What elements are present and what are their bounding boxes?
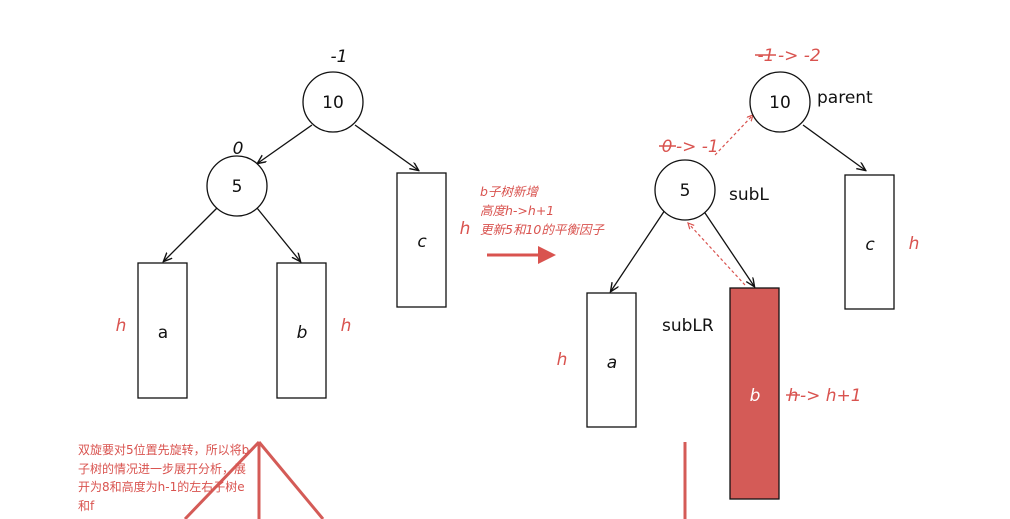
left-mid-value: 5 bbox=[232, 177, 243, 197]
parent-tag: parent bbox=[817, 88, 873, 108]
edge-left-mid-a bbox=[164, 207, 218, 261]
left-root-value: 10 bbox=[322, 93, 344, 113]
right-root-value: 10 bbox=[769, 93, 791, 113]
right-mid-node bbox=[654, 159, 716, 221]
left-tree: 10 -1 5 0 a h b h c h bbox=[116, 47, 471, 399]
edge-right-root-c bbox=[802, 124, 865, 170]
right-subtree-c-height: h bbox=[909, 234, 920, 254]
transition-note-line-2: 高度h->h+1 bbox=[480, 203, 555, 218]
update-arrow-to-parent bbox=[714, 115, 753, 156]
edge-right-mid-a bbox=[611, 209, 666, 291]
transition-arrow bbox=[487, 246, 556, 264]
right-subtree-c bbox=[844, 174, 895, 310]
left-root-balance-factor: -1 bbox=[331, 47, 348, 67]
right-subtree-a-height: h bbox=[557, 350, 568, 370]
subl-tag: subL bbox=[729, 185, 769, 205]
right-subtree-b-label: b bbox=[750, 386, 761, 406]
double-rotation-note: 双旋要对5位置先旋转，所以将b子树的情况进一步展开分析，展开为8和高度为h-1的… bbox=[78, 443, 250, 513]
left-mid-balance-factor: 0 bbox=[233, 139, 244, 159]
left-subtree-a-label: a bbox=[158, 323, 168, 343]
right-subtree-b-height-new: -> h+1 bbox=[800, 386, 862, 406]
right-subtree-a bbox=[586, 292, 637, 428]
sublr-tag: subLR bbox=[662, 316, 714, 336]
left-subtree-a bbox=[137, 262, 188, 399]
right-mid-bf-new: -> -1 bbox=[676, 137, 719, 157]
right-tree: 10 -1 -> -2 parent 5 0 -> -1 subL subLR … bbox=[557, 46, 920, 500]
right-subtree-a-label: a bbox=[607, 353, 617, 373]
right-subtree-b bbox=[729, 287, 780, 500]
left-subtree-b-label: b bbox=[297, 323, 308, 343]
transition-note-line-3: 更新5和10的平衡因子 bbox=[480, 222, 604, 237]
transition-note-line-1: b子树新增 bbox=[480, 184, 538, 199]
left-subtree-b-height: h bbox=[341, 316, 352, 336]
right-mid-bf-old: 0 bbox=[662, 137, 673, 157]
right-root-bf-new: -> -2 bbox=[778, 46, 821, 66]
left-subtree-a-height: h bbox=[116, 316, 127, 336]
edge-right-mid-b bbox=[702, 209, 754, 286]
right-root-bf-old: -1 bbox=[758, 46, 775, 66]
edge-left-root-mid bbox=[258, 124, 313, 163]
left-subtree-c bbox=[396, 172, 447, 308]
right-root-node bbox=[749, 71, 811, 133]
right-subtree-c-label: c bbox=[865, 235, 875, 255]
edge-left-root-c bbox=[354, 124, 418, 170]
left-subtree-c-height: h bbox=[460, 219, 471, 239]
transition-note: b子树新增 高度h->h+1 更新5和10的平衡因子 bbox=[480, 182, 604, 239]
left-root-node bbox=[302, 71, 364, 133]
left-mid-node bbox=[206, 155, 268, 217]
right-subtree-b-height-old: h bbox=[788, 386, 799, 406]
update-arrow-to-subl bbox=[688, 223, 746, 286]
right-mid-value: 5 bbox=[680, 181, 691, 201]
left-subtree-c-label: c bbox=[417, 232, 427, 252]
bottom-expansion bbox=[183, 440, 687, 519]
edge-left-mid-b bbox=[256, 207, 300, 261]
left-subtree-b bbox=[276, 262, 327, 399]
